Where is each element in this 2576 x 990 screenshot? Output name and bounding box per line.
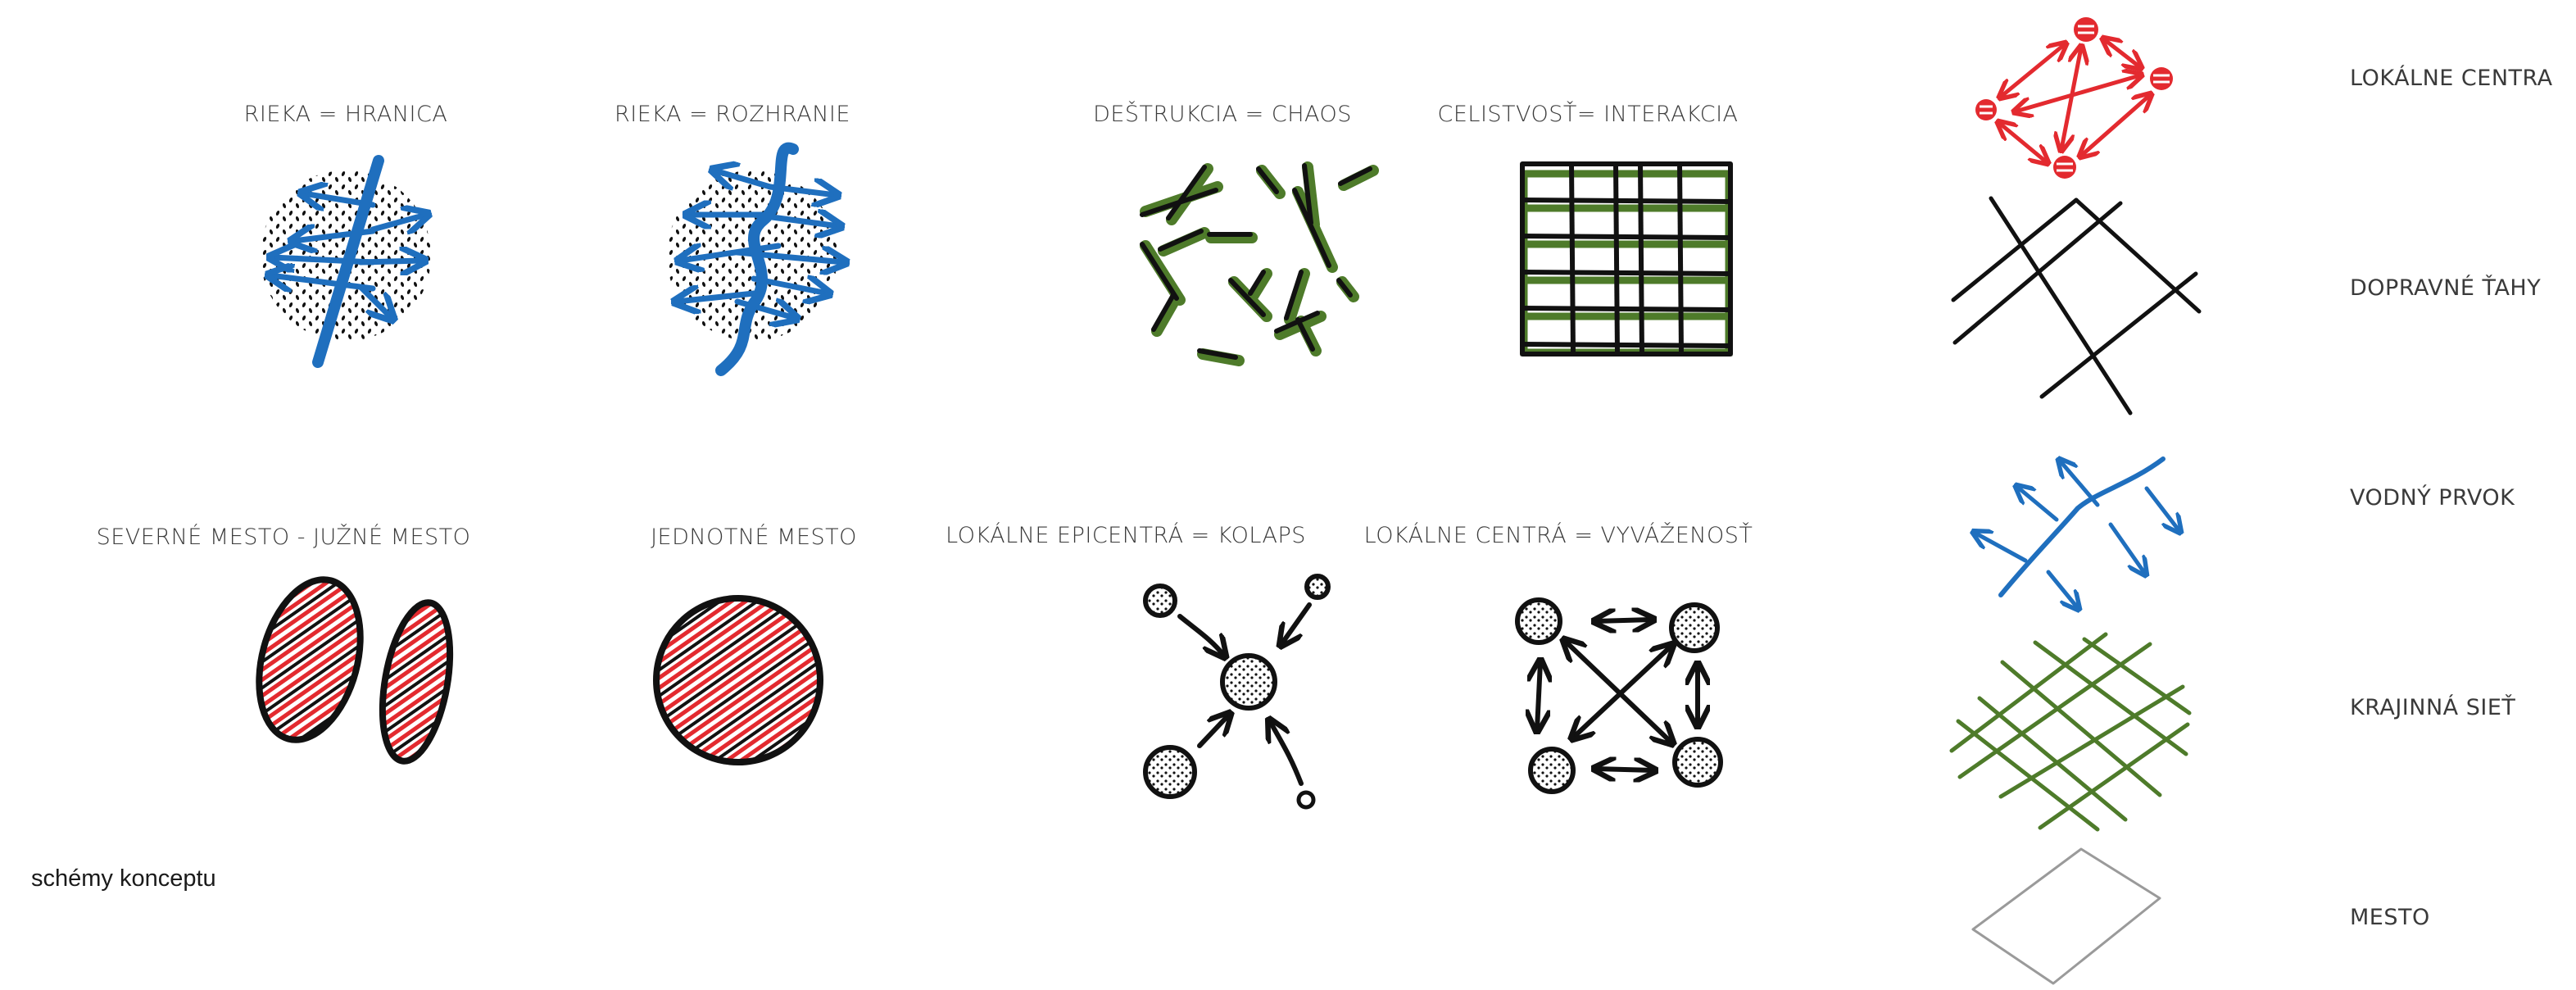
layer-vodny-prvok bbox=[1975, 459, 2179, 608]
arrow bbox=[272, 257, 376, 262]
label-celistvost-interakcia: CELISTVOSŤ= INTERAKCIA bbox=[1437, 102, 1739, 127]
label-layer-vodny-prvok: VODNÝ PRVOK bbox=[2350, 485, 2515, 511]
label-layer-dopravne-tahy: DOPRAVNÉ ŤAHY bbox=[2350, 275, 2542, 301]
label-layer-lokalne-centra: LOKÁLNE CENTRA bbox=[2350, 66, 2553, 91]
label-layer-mesto: MESTO bbox=[2350, 905, 2430, 930]
scheme-rieka-hranica bbox=[261, 155, 431, 368]
scheme-jednotne-mesto bbox=[653, 595, 823, 765]
layer-dopravne-tahy bbox=[1951, 196, 2202, 416]
arrow bbox=[357, 261, 423, 262]
layer-mesto bbox=[1971, 847, 2161, 985]
scheme-celistvost-interakcia bbox=[1520, 161, 1733, 356]
arrow bbox=[270, 275, 376, 288]
scheme-severne-juzne-mesto bbox=[246, 568, 459, 767]
label-lokalne-epicentra: LOKÁLNE EPICENTRÁ = KOLAPS bbox=[946, 523, 1306, 548]
label-severne-juzne-mesto: SEVERNÉ MESTO - JUŽNÉ MESTO bbox=[96, 525, 471, 550]
label-rieka-rozhranie: RIEKA = ROZHRANIE bbox=[615, 102, 850, 127]
label-rieka-hranica: RIEKA = HRANICA bbox=[243, 102, 448, 127]
scheme-destrukcia-chaos bbox=[1140, 161, 1379, 366]
scheme-lokalne-epicentra-kolaps bbox=[1143, 574, 1331, 810]
layer-krajinna-siet bbox=[1949, 632, 2192, 832]
label-destrukcia-chaos: DEŠTRUKCIA = CHAOS bbox=[1093, 102, 1352, 127]
label-layer-krajinna-siet: KRAJINNÁ SIEŤ bbox=[2350, 695, 2516, 720]
label-jednotne-mesto: JEDNOTNÉ MESTO bbox=[651, 525, 857, 550]
label-lokalne-centra-vyvazenost: LOKÁLNE CENTRÁ = VYVÁŽENOSŤ bbox=[1363, 523, 1753, 548]
scheme-lokalne-centra-vyvazenost bbox=[1515, 597, 1723, 794]
layer-lokalne-centra bbox=[1975, 17, 2173, 179]
scheme-rieka-rozhranie bbox=[667, 142, 844, 376]
arrow bbox=[357, 284, 392, 318]
arrow bbox=[370, 215, 426, 229]
caption: schémy konceptu bbox=[31, 865, 216, 892]
